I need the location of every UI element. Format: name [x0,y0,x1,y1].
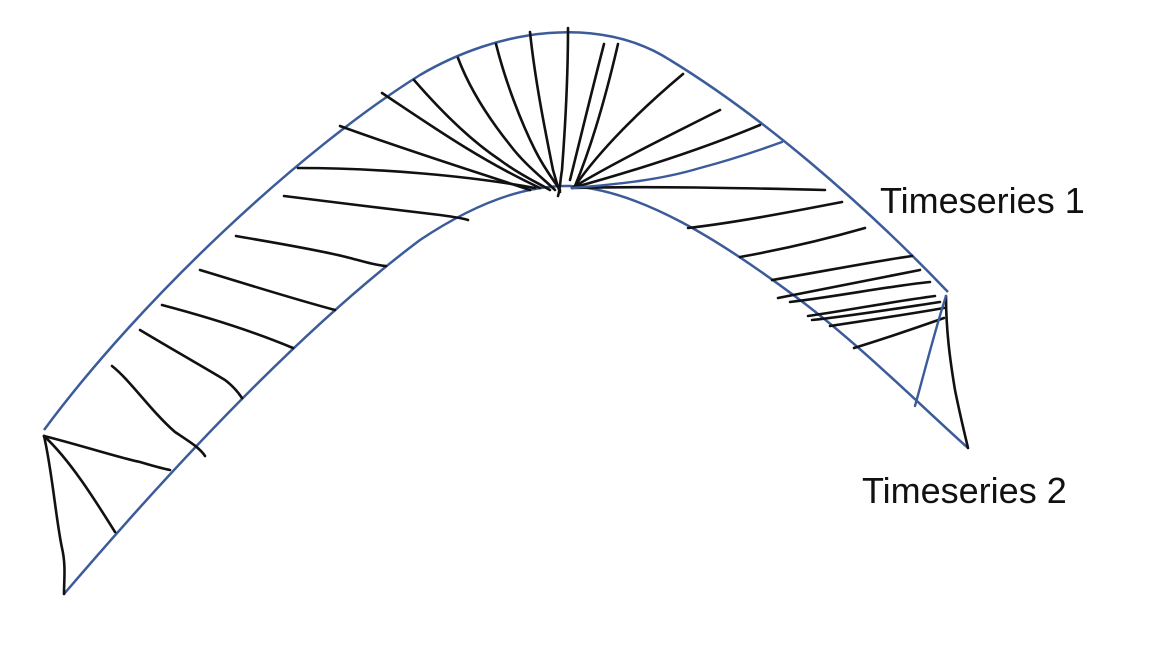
warp-line [568,42,606,182]
timeseries-1-curve [42,30,949,431]
warp-line [770,254,914,282]
warp-line [944,294,970,450]
warp-line [573,42,620,188]
warp-line [788,280,932,304]
warp-line [570,108,722,190]
warping-lines [42,26,970,596]
warp-line [810,300,942,322]
timeseries-1-label: Timeseries 1 [880,180,1085,221]
warp-line-blue [913,294,948,408]
warp-line [570,123,762,190]
warp-line [828,306,946,328]
warp-line [42,434,66,596]
warp-line [380,91,542,190]
warp-line [806,294,937,318]
warp-line [234,234,388,268]
warp-line [573,72,685,188]
warp-line [412,78,552,192]
warp-line-blue [570,140,784,190]
timeseries-2-label: Timeseries 2 [862,470,1067,511]
timeseries-2-curve [63,184,969,595]
warp-line [686,200,844,230]
warp-line [776,268,922,300]
warp-line [528,30,562,194]
warp-line [338,124,532,192]
warp-line [570,185,827,192]
warp-line [160,303,295,350]
warp-line [198,268,337,312]
warp-line [852,316,946,350]
warping-lines-blue [570,140,948,408]
warp-line [494,42,562,192]
warp-line [296,166,537,190]
warp-line [456,56,557,192]
warp-line [42,434,117,534]
warp-line [138,328,244,400]
warp-line [738,226,867,259]
warp-line [282,194,470,222]
warp-line [42,434,172,472]
warp-line [110,364,207,458]
warp-line [556,26,570,198]
